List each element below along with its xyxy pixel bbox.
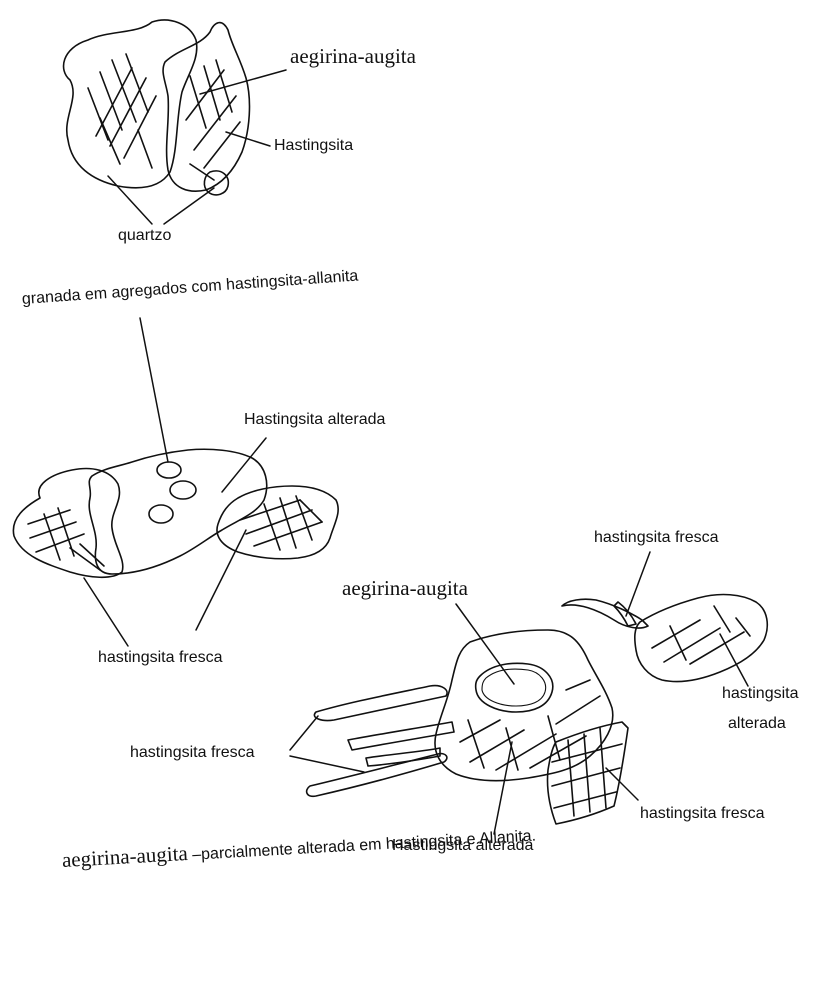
fig3-label-hast-fresca-left: hastingsita fresca: [130, 745, 255, 761]
fig3-label-hastingsita: hastingsita: [722, 686, 799, 702]
fig3-needle-1: [314, 686, 447, 721]
fig2-garnet-2: [170, 481, 196, 499]
fig2-leader-fresca-left: [84, 578, 128, 646]
fig3-leader-fresca-top: [626, 552, 650, 616]
fig1-leader-hastingsita: [226, 132, 270, 146]
fig3-leader-fresca-right: [606, 768, 638, 800]
fig1-leader-quartzo-left: [108, 176, 152, 224]
fig2-leader-fresca-right: [196, 530, 246, 630]
fig3-label-hast-fresca-right: hastingsita fresca: [640, 806, 765, 822]
fig2-label-hast-fresca: hastingsita fresca: [98, 650, 223, 666]
fig2-central-grain: [89, 449, 267, 574]
fig2-garnet-3: [149, 505, 173, 523]
fig3-aegirine-inner: [482, 669, 546, 706]
fig2-garnet-1: [157, 462, 181, 478]
fig3-grain-group: [307, 595, 768, 824]
fig3-aegirine-core: [476, 663, 553, 712]
fig3-leader-fresca-left-2: [290, 756, 364, 772]
fig1-label-aegirina: aegirina-augita: [290, 46, 416, 67]
fig1-label-quartzo: quartzo: [118, 228, 171, 244]
fig3-leader-alterada-bottom: [494, 742, 512, 834]
fig2-label-hast-alterada: Hastingsita alterada: [244, 412, 385, 428]
fig3-right-grain: [635, 595, 767, 682]
fig1-grain-cluster: [64, 20, 250, 195]
fig1-small-grain: [204, 171, 228, 195]
fig3-label-alterada: alterada: [728, 716, 786, 732]
fig2-leader-granada: [140, 318, 168, 462]
fig1-label-hastingsita: Hastingsita: [274, 138, 353, 154]
fig3-label-hast-fresca-top: hastingsita fresca: [594, 530, 719, 546]
fig3-label-aegirina: aegirina-augita: [342, 578, 468, 599]
fig2-aggregate: [13, 449, 338, 577]
fig1-left-grain: [64, 20, 197, 188]
fig1-leader-quartzo-right: [164, 188, 214, 224]
fig3-leader-fresca-left: [290, 716, 318, 750]
fig3-needle-3: [307, 754, 447, 797]
fig1-leader-aegirina: [200, 70, 286, 94]
